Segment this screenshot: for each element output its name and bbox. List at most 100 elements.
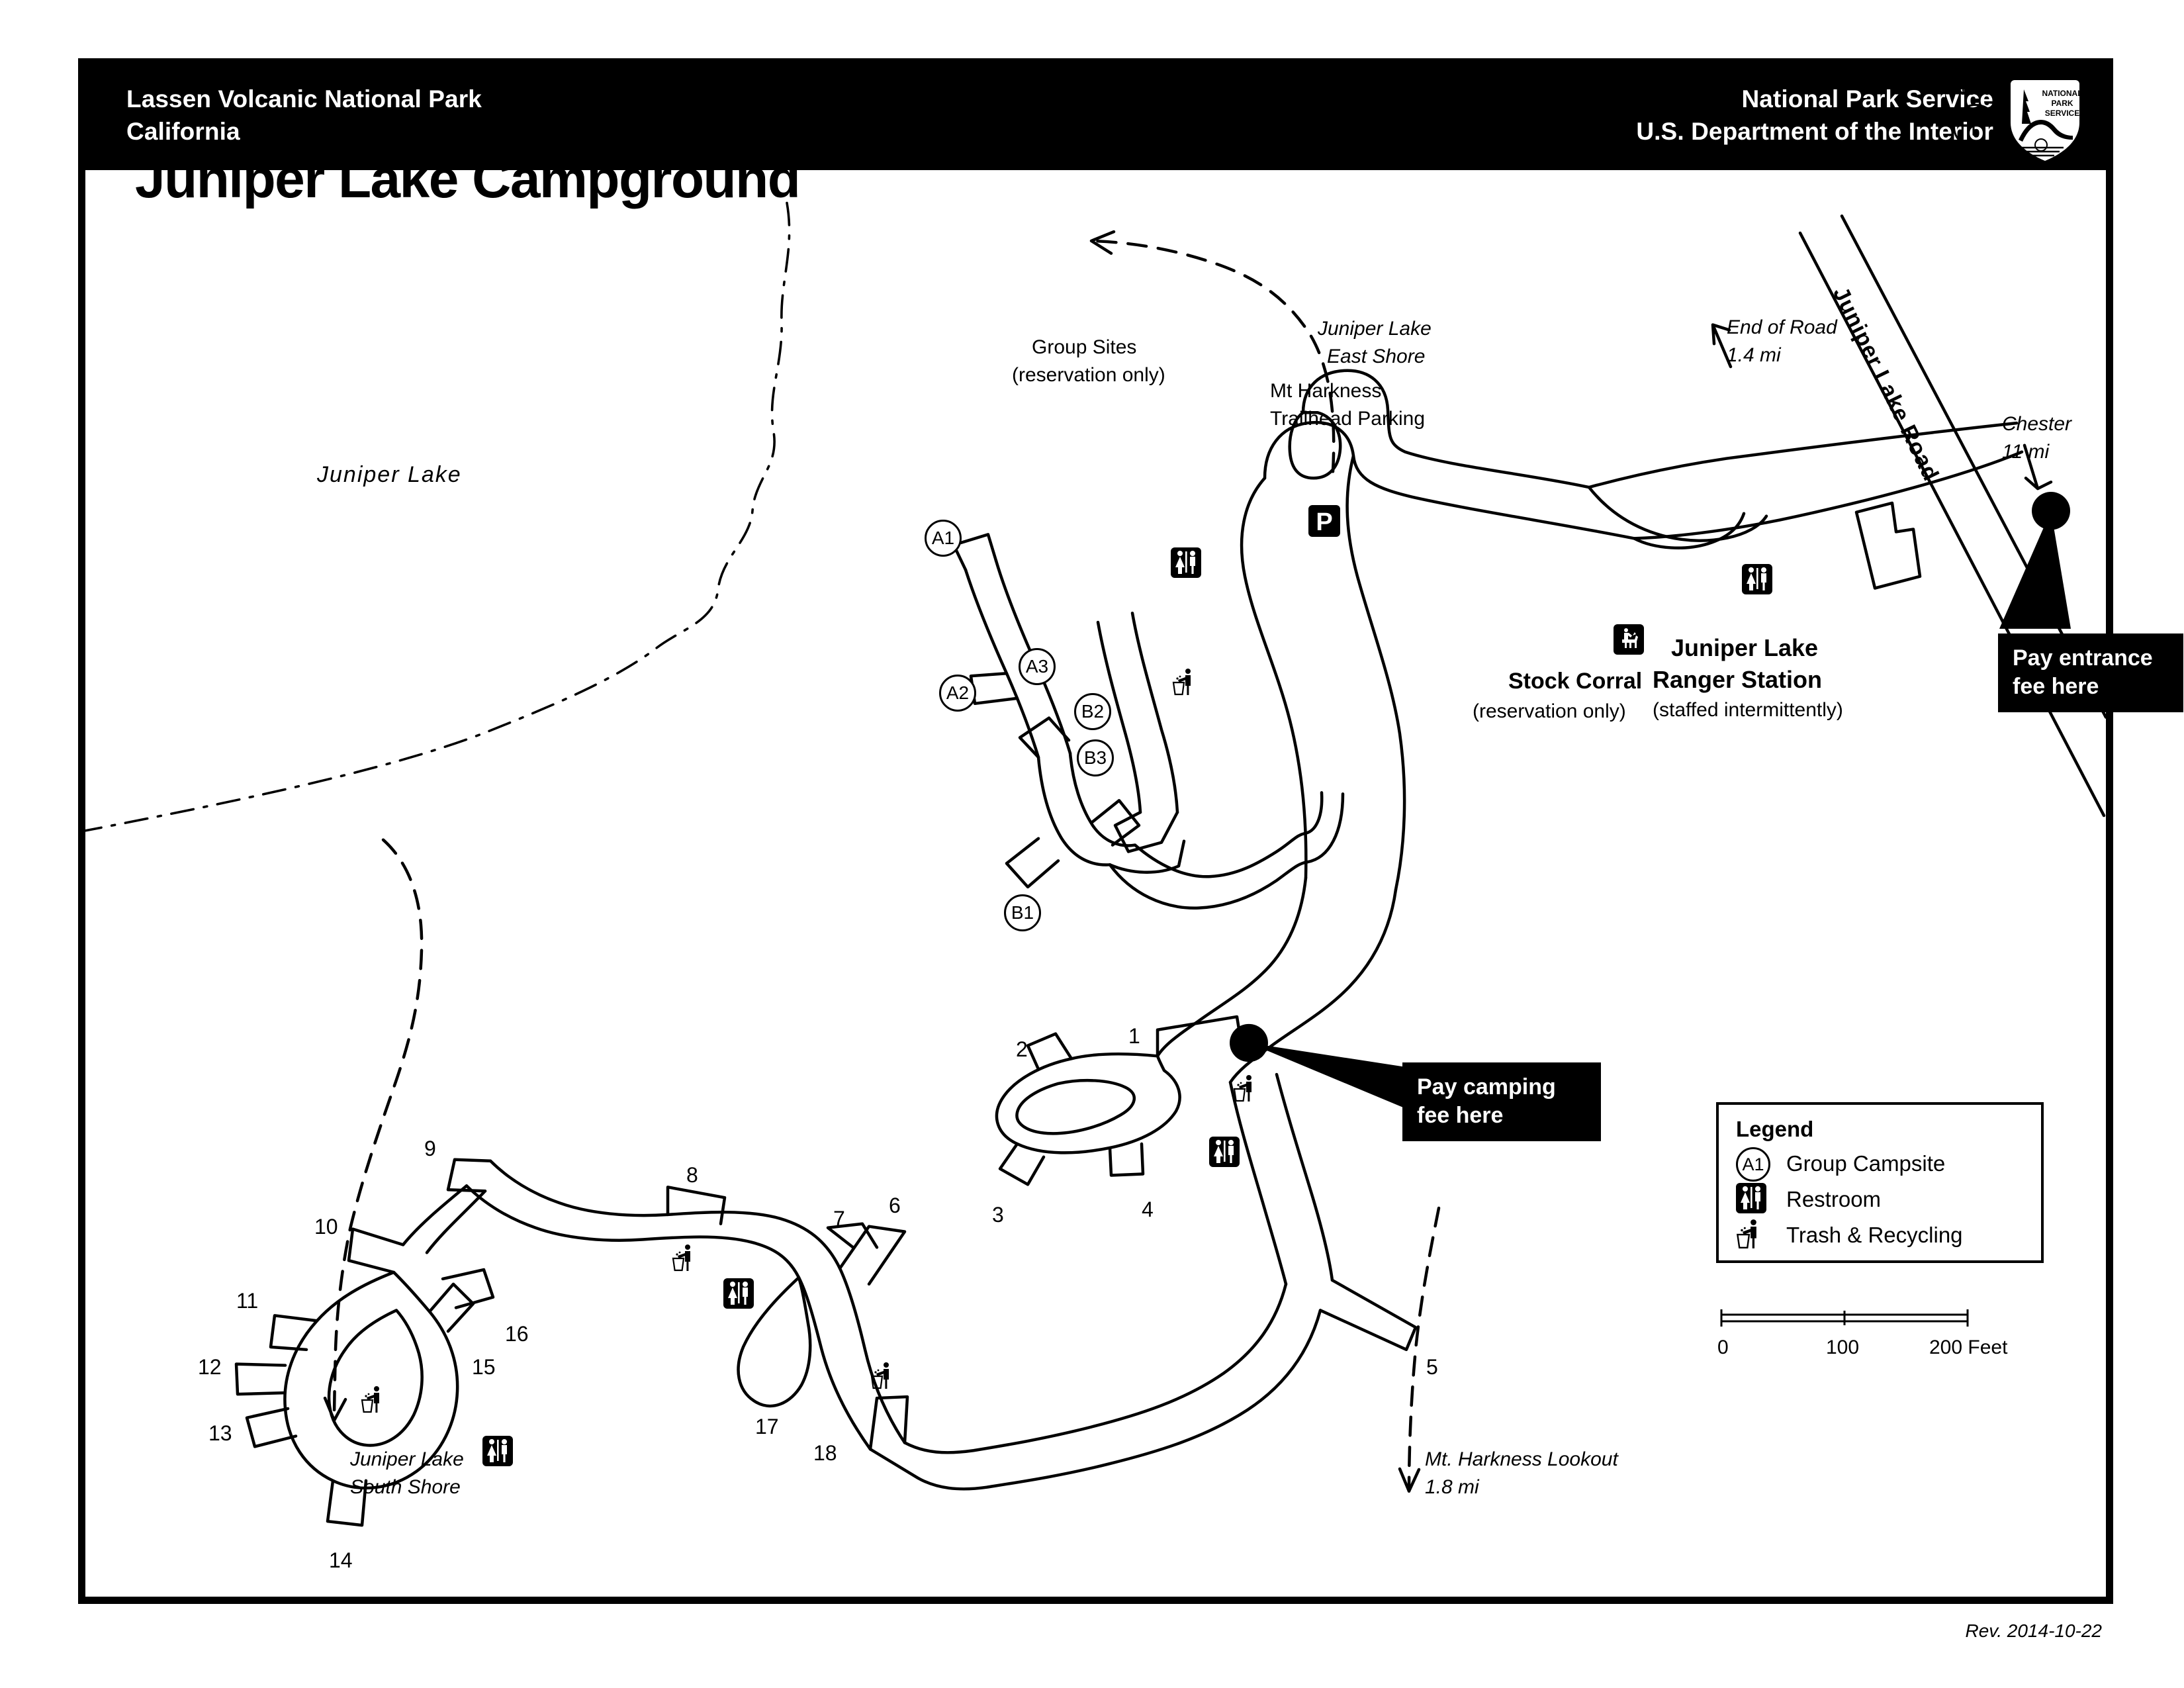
road-sw-north-edge xyxy=(1156,876,1308,1058)
mid-road-north-edge xyxy=(488,1159,907,1444)
legend-item-restroom: Restroom xyxy=(1736,1183,1882,1216)
legend-title: Legend xyxy=(1736,1117,1814,1141)
svg-text:PARK: PARK xyxy=(2051,99,2073,108)
campsite-number-16: 16 xyxy=(505,1322,529,1346)
scale-tick-0: 0 xyxy=(1717,1336,1729,1358)
scale-bar-graphic xyxy=(1720,1309,1969,1327)
campsite-number-6: 6 xyxy=(889,1194,901,1217)
site-14-spur xyxy=(326,1479,368,1527)
group-connector-to-loop-n xyxy=(1304,791,1324,835)
map-sheet: Lassen Volcanic National Park California… xyxy=(78,58,2183,1604)
scale-tick-100: 100 xyxy=(1826,1336,1860,1358)
park-state: California xyxy=(126,118,240,146)
camping-fee-point xyxy=(1230,1023,1268,1062)
site-5-spur xyxy=(1318,1278,1418,1352)
chester-arrow xyxy=(2023,444,2053,491)
group-campsite-marker-B3[interactable]: B3 xyxy=(1077,739,1114,776)
group-road-b-west xyxy=(1036,755,1112,867)
group-campsite-marker-B2[interactable]: B2 xyxy=(1074,693,1111,730)
trailhead-label-line2: Trailhead Parking xyxy=(1270,408,1426,430)
fee-markers xyxy=(1230,492,2071,1107)
entrance-fee-leader xyxy=(1999,510,2071,629)
scale-bar-labels: 0 100 200 Feet xyxy=(1717,1336,2038,1363)
entrance-fee-callout: Pay entrance fee here xyxy=(1998,633,2183,712)
lake-label: Juniper Lake xyxy=(317,462,462,487)
lower-road-south-edge xyxy=(916,1309,1322,1491)
campsite-number-10: 10 xyxy=(314,1215,338,1239)
entrance-spur-north xyxy=(1587,421,2019,489)
group-campsite-icon: A1 xyxy=(1736,1147,1770,1182)
trash-recycling-icon xyxy=(1172,668,1197,699)
end-of-road-label-line2: 1.4 mi xyxy=(1727,344,1781,366)
group-campsite-marker-A3[interactable]: A3 xyxy=(1019,648,1056,685)
end-of-road-arrow xyxy=(1711,323,1733,369)
site-loop-234-inner xyxy=(1015,1078,1136,1135)
legend-item-group-campsite: A1 Group Campsite xyxy=(1736,1147,1945,1182)
end-of-road-label-line1: End of Road xyxy=(1727,316,1837,338)
campsite-number-4: 4 xyxy=(1142,1197,1154,1221)
west-loop-inner xyxy=(327,1309,424,1447)
ranger-loop-outer xyxy=(1587,485,1768,542)
site-A3-spur xyxy=(1018,716,1071,759)
campsite-number-12: 12 xyxy=(198,1355,222,1379)
site-3-spur xyxy=(998,1142,1046,1186)
group-connector-south xyxy=(1108,861,1309,910)
central-loop-east xyxy=(1345,454,1406,892)
group-road-east-south xyxy=(1130,611,1179,814)
lake-shoreline xyxy=(85,201,791,832)
stock-corral-label-line1: Stock Corral xyxy=(1508,669,1643,694)
entrance-fee-callout-line1: Pay entrance xyxy=(2013,645,2153,671)
site-18-spur xyxy=(868,1395,920,1480)
site-12-spur xyxy=(234,1362,287,1396)
site-10-spur xyxy=(347,1227,405,1274)
lower-road-north-edge xyxy=(903,1282,1288,1454)
road-south-east-edge xyxy=(1275,1072,1334,1282)
site-16-spur xyxy=(441,1268,495,1309)
east-shore-trail xyxy=(1089,239,1336,473)
group-campsite-symbol: A1 xyxy=(1736,1147,1770,1182)
group-campsite-marker-A2[interactable]: A2 xyxy=(939,675,976,712)
entrance-fee-callout-line2: fee here xyxy=(2013,673,2099,699)
site-4-spur xyxy=(1108,1142,1145,1177)
site-7-spur xyxy=(826,1222,879,1249)
revision-date: Rev. 2014-10-22 xyxy=(1965,1620,2103,1641)
entrance-fee-point xyxy=(2032,492,2070,530)
campsite-number-17: 17 xyxy=(755,1415,779,1438)
east-shore-label-line2: East Shore xyxy=(1327,346,1426,367)
campsite-number-14: 14 xyxy=(329,1548,353,1572)
scale-tick-200: 200 Feet xyxy=(1929,1336,2008,1358)
site-17-loop xyxy=(737,1276,812,1408)
campsite-number-2: 2 xyxy=(1016,1037,1028,1061)
trailhead-label-line1: Mt Harkness xyxy=(1270,380,1382,402)
south-shore-trail xyxy=(332,838,424,1422)
campsite-number-8: 8 xyxy=(686,1163,698,1187)
legend-label-restroom: Restroom xyxy=(1786,1187,1882,1211)
svg-text:SERVICE: SERVICE xyxy=(2045,109,2079,118)
entrance-spur-south xyxy=(1632,450,2024,540)
group-campsite-marker-A1[interactable]: A1 xyxy=(925,520,962,557)
trash-recycling-icon xyxy=(870,1362,895,1393)
parking-icon: P xyxy=(1308,505,1340,540)
east-shore-trail-arrow xyxy=(1089,230,1116,255)
road-south-west-edge xyxy=(1228,1080,1288,1286)
central-loop-west xyxy=(1240,477,1308,880)
campsite-number-1: 1 xyxy=(1128,1024,1140,1048)
harkness-lookout-label-line1: Mt. Harkness Lookout xyxy=(1425,1448,1618,1470)
campsite-number-7: 7 xyxy=(833,1207,845,1231)
trash-recycling-icon xyxy=(1736,1219,1769,1252)
south-shore-label-line2: South Shore xyxy=(350,1476,461,1498)
campsite-number-18: 18 xyxy=(813,1441,837,1465)
campsite-number-5: 5 xyxy=(1426,1355,1438,1379)
site-A1-spur xyxy=(952,533,998,572)
restroom-icon xyxy=(1209,1137,1240,1170)
site-6-spur xyxy=(838,1225,907,1286)
legend-item-trash: Trash & Recycling xyxy=(1736,1219,1963,1252)
campsite-number-9: 9 xyxy=(424,1137,436,1160)
restroom-icon xyxy=(1736,1183,1769,1216)
trash-recycling-icon xyxy=(361,1385,386,1417)
trash-recycling-icon xyxy=(1233,1074,1258,1105)
site-11-spur xyxy=(269,1314,319,1352)
group-campsite-marker-B1[interactable]: B1 xyxy=(1004,894,1041,931)
agency-identity: National Park Service U.S. Department of… xyxy=(1636,83,1993,148)
camping-fee-callout-line1: Pay camping xyxy=(1417,1074,1556,1100)
